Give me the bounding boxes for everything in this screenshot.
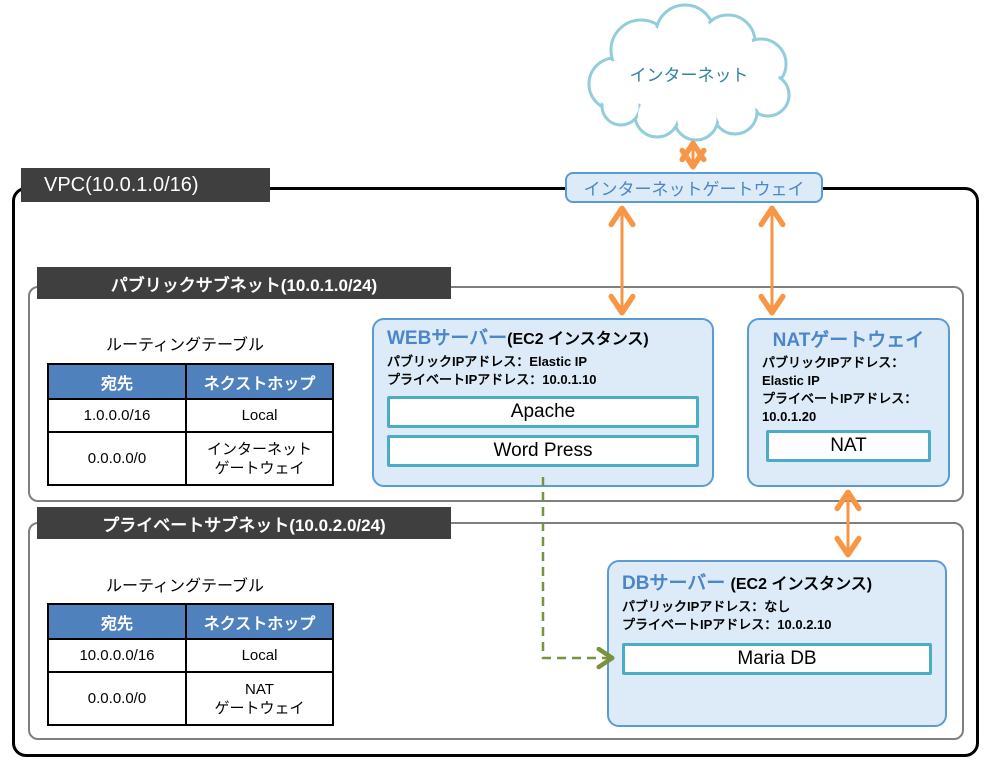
web-server-title: WEBサーバー(EC2 インスタンス) (387, 326, 699, 353)
private-routing-table: 宛先 ネクストホップ 10.0.0.0/16 Local 0.0.0.0/0 N… (47, 603, 334, 726)
private-subnet-label: プライベートサブネット(10.0.2.0/24) (37, 507, 451, 539)
rt-cell: 0.0.0.0/0 (47, 671, 187, 726)
public-routing-table: 宛先 ネクストホップ 1.0.0.0/16 Local 0.0.0.0/0 イン… (47, 363, 334, 486)
rt-header-destination: 宛先 (47, 603, 187, 640)
nat-private-ip-label: プライベートIPアドレス： (762, 391, 918, 406)
nat-gateway-node: NATゲートウェイ パブリックIPアドレス： Elastic IP プライベート… (747, 318, 950, 487)
db-server-node: DBサーバー (EC2 インスタンス) パブリックIPアドレス：なし プライベー… (607, 560, 947, 727)
db-server-title: DBサーバー (EC2 インスタンス) (622, 571, 932, 598)
apache-box: Apache (387, 396, 699, 428)
db-public-ip: パブリックIPアドレス：なし (622, 599, 791, 614)
db-private-ip: プライベートIPアドレス：10.0.2.10 (622, 617, 832, 632)
rt-header-destination: 宛先 (47, 363, 187, 400)
rt-cell: 0.0.0.0/0 (47, 431, 187, 486)
rt-cell: インターネット ゲートウェイ (185, 431, 334, 486)
nat-gateway-title: NATゲートウェイ (772, 330, 925, 351)
rt-cell: Local (185, 638, 334, 673)
rt-cell: 10.0.0.0/16 (47, 638, 187, 673)
rt-header-nexthop: ネクストホップ (185, 363, 334, 400)
vpc-label: VPC(10.0.1.0/16) (21, 168, 270, 202)
rt-cell: 1.0.0.0/16 (47, 398, 187, 433)
mariadb-box: Maria DB (622, 643, 932, 675)
internet-cloud-label: インターネット (630, 66, 749, 85)
wordpress-box: Word Press (387, 435, 699, 467)
nat-public-ip-value: Elastic IP (762, 373, 820, 388)
public-subnet-label: パブリックサブネット(10.0.1.0/24) (37, 267, 451, 299)
private-subnet-container (28, 522, 964, 740)
web-public-ip: パブリックIPアドレス：Elastic IP (387, 354, 588, 369)
db-server-title-suffix: (EC2 インスタンス) (730, 576, 873, 593)
vpc-container (12, 187, 979, 757)
rt-cell: Local (185, 398, 334, 433)
public-subnet-container (28, 286, 964, 502)
nat-public-ip-label: パブリックIPアドレス： (762, 355, 905, 370)
db-server-title-main: DBサーバー (622, 573, 726, 594)
web-server-node: WEBサーバー(EC2 インスタンス) パブリックIPアドレス：Elastic … (372, 318, 714, 487)
rt-cell: NAT ゲートウェイ (185, 671, 334, 726)
web-server-title-main: WEBサーバー (387, 328, 508, 349)
private-routing-table-title: ルーティングテーブル (105, 578, 265, 595)
rt-header-nexthop: ネクストホップ (185, 603, 334, 640)
public-routing-table-title: ルーティングテーブル (105, 337, 265, 354)
web-server-title-suffix: (EC2 インスタンス) (507, 331, 649, 348)
internet-gateway-node: インターネットゲートウェイ (565, 172, 823, 203)
internet-cloud-icon: インターネット (587, 3, 791, 142)
web-private-ip: プライベートIPアドレス：10.0.1.10 (387, 372, 597, 387)
nat-box: NAT (766, 430, 931, 462)
internet-gateway-label: インターネットゲートウェイ (583, 180, 805, 199)
nat-private-ip-value: 10.0.1.20 (762, 409, 817, 424)
